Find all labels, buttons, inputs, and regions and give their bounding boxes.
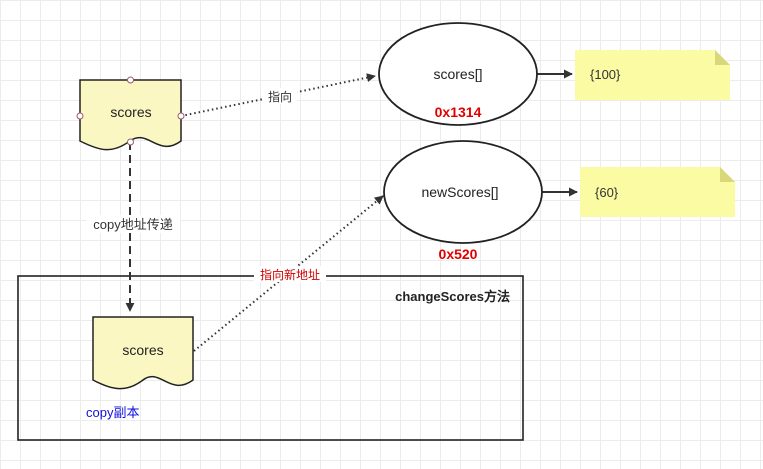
connection-point[interactable]	[127, 76, 134, 84]
connection-point[interactable]	[76, 112, 84, 120]
connection-point[interactable]	[177, 112, 185, 120]
scores-array-label: scores[]	[433, 66, 482, 82]
edge-points-to-label: 指向	[268, 89, 292, 104]
newscores-array-address: 0x520	[439, 246, 478, 262]
scores-array-ellipse[interactable]: scores[]	[378, 22, 538, 126]
copy-caption: copy副本	[86, 405, 139, 420]
edge-points-to[interactable]: 指向	[180, 73, 376, 117]
value-note-100-label: {100}	[590, 67, 621, 82]
value-note-100[interactable]: {100}	[575, 50, 730, 100]
scores-document[interactable]: scores	[76, 76, 185, 151]
newscores-array-ellipse[interactable]: newScores[]	[383, 140, 543, 244]
edge-copy-address-label: copy地址传递	[93, 217, 172, 232]
scores-document-label: scores	[110, 104, 151, 120]
scores-array-address: 0x1314	[435, 104, 482, 120]
edge-copy-address[interactable]: copy地址传递	[86, 142, 180, 312]
newscores-array-label: newScores[]	[421, 184, 498, 200]
value-note-60-label: {60}	[595, 185, 619, 200]
edge-points-new-address-label: 指向新地址	[260, 267, 320, 282]
connection-point[interactable]	[127, 138, 134, 146]
edge-points-new-address[interactable]: 指向新地址	[193, 195, 384, 352]
value-note-60[interactable]: {60}	[580, 167, 735, 217]
scores-copy-document-label: scores	[122, 342, 163, 358]
method-frame-label: changeScores方法	[395, 289, 510, 304]
scores-copy-document[interactable]: scores	[92, 316, 194, 390]
